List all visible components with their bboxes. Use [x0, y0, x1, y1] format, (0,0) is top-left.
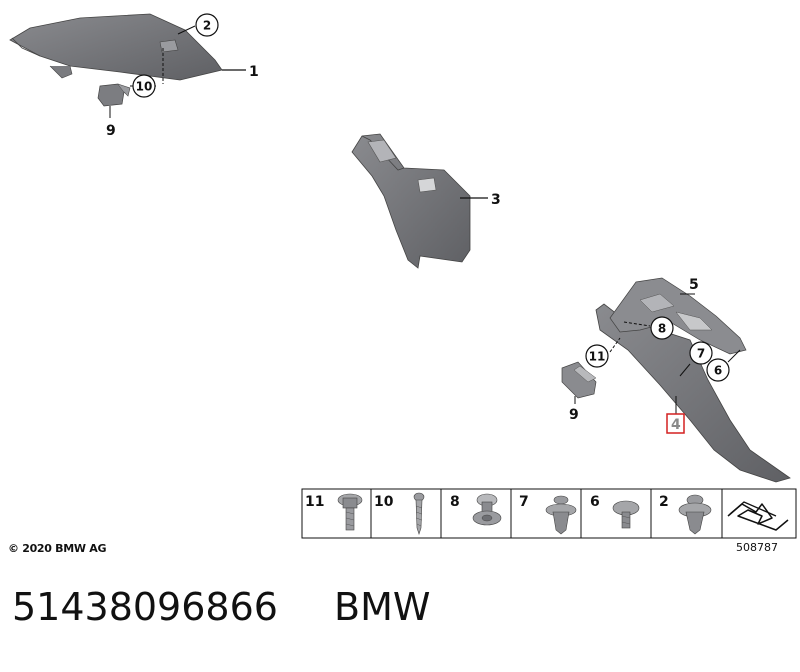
- spacer-clip-icon[interactable]: [472, 493, 502, 526]
- callout-4-highlight-box: [666, 413, 685, 434]
- callout-9-upper: 9: [106, 123, 116, 139]
- callout-2: 2: [203, 19, 211, 33]
- callout-11: 11: [589, 350, 606, 364]
- callout-11-circle: [585, 344, 609, 368]
- legend-number-2: 2: [659, 494, 669, 510]
- legend-number-8: 8: [450, 494, 460, 510]
- trim-clip-icon[interactable]: [678, 494, 712, 535]
- legend-number-11: 11: [305, 494, 324, 510]
- callout-6-circle: [706, 358, 730, 382]
- callout-3: 3: [491, 192, 501, 208]
- part-number: 51438096866: [12, 585, 278, 629]
- diagram-id: 508787: [736, 541, 778, 554]
- part-footer: 51438096866 BMW: [12, 585, 430, 629]
- callout-10-circle: [132, 74, 156, 98]
- callout-8: 8: [658, 322, 666, 336]
- brand-name: BMW: [334, 585, 431, 629]
- part-3-trim-piece[interactable]: [351, 133, 471, 269]
- callout-2-circle: [195, 13, 219, 37]
- callout-7-circle: [689, 341, 713, 365]
- part-1-trim-panel[interactable]: [9, 13, 223, 81]
- copyright-text: © 2020 BMW AG: [8, 542, 107, 555]
- callout-4: 4: [671, 417, 681, 433]
- callout-8-circle: [650, 316, 674, 340]
- legend-number-6: 6: [590, 494, 600, 510]
- flange-bolt-icon[interactable]: [337, 493, 363, 531]
- legend-number-7: 7: [519, 494, 529, 510]
- expanding-rivet-icon[interactable]: [545, 495, 577, 535]
- part-9-clip-lower[interactable]: [561, 361, 597, 399]
- part-5-bracket[interactable]: [609, 277, 747, 355]
- callout-1: 1: [249, 64, 259, 80]
- arrow-icon[interactable]: [727, 501, 789, 531]
- callout-9-lower: 9: [569, 407, 579, 423]
- pan-head-screw-icon[interactable]: [612, 500, 640, 529]
- callout-10: 10: [136, 80, 153, 94]
- callout-7: 7: [697, 347, 705, 361]
- screw-icon[interactable]: [413, 492, 425, 535]
- callout-6: 6: [714, 364, 722, 378]
- legend-number-10: 10: [374, 494, 394, 510]
- callout-5: 5: [689, 277, 699, 293]
- part-9-clip-upper[interactable]: [97, 83, 131, 107]
- fastener-legend: 11 10 8 7: [301, 488, 797, 539]
